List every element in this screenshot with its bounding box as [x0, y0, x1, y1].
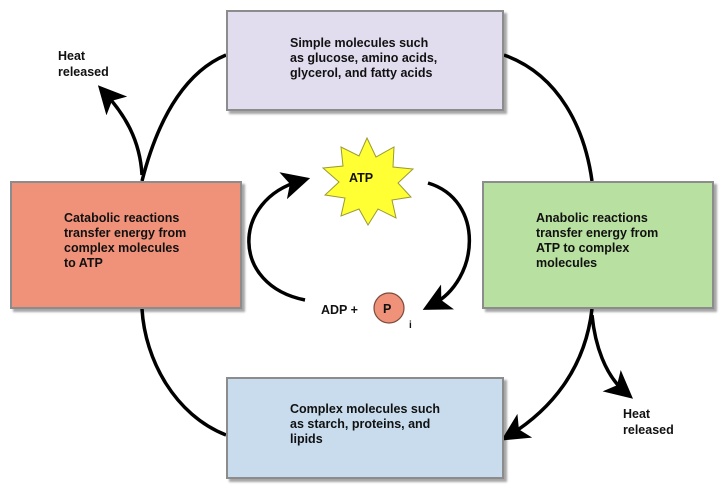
catabolic-reactions-box [10, 181, 242, 309]
phosphate-circle-icon [373, 292, 405, 324]
atp-starburst-icon [321, 136, 415, 226]
heat-released-right-label: Heat released [623, 407, 674, 437]
cycle-arc-simple-to-anabolic [503, 53, 594, 182]
complex-molecules-label: Complex molecules such as starch, protei… [290, 402, 441, 446]
arrow-atp-to-adp [422, 181, 472, 310]
anabolic-reactions-label: Anabolic reactions transfer energy from … [536, 211, 659, 270]
adp-label: ADP + [321, 303, 358, 317]
heat-arrow-right [590, 314, 633, 399]
cycle-arc-anabolic-to-complex [501, 308, 594, 441]
phosphate-label: P [383, 302, 392, 316]
catabolic-reactions-label: Catabolic reactions transfer energy from… [64, 211, 187, 270]
atp-label: ATP [349, 171, 374, 185]
cycle-arc-catabolic-to-simple [140, 53, 227, 182]
simple-molecules-box [226, 10, 504, 111]
phosphate-subscript-label: i [409, 320, 412, 331]
simple-molecules-label: Simple molecules such as glucose, amino … [290, 36, 438, 80]
heat-arrow-left [97, 85, 144, 176]
heat-released-left-label: Heat released [58, 49, 109, 79]
cycle-arc-complex-to-catabolic [140, 308, 227, 437]
anabolic-reactions-box [482, 181, 714, 309]
complex-molecules-box [226, 377, 504, 479]
arrow-adp-to-atp [247, 172, 311, 302]
